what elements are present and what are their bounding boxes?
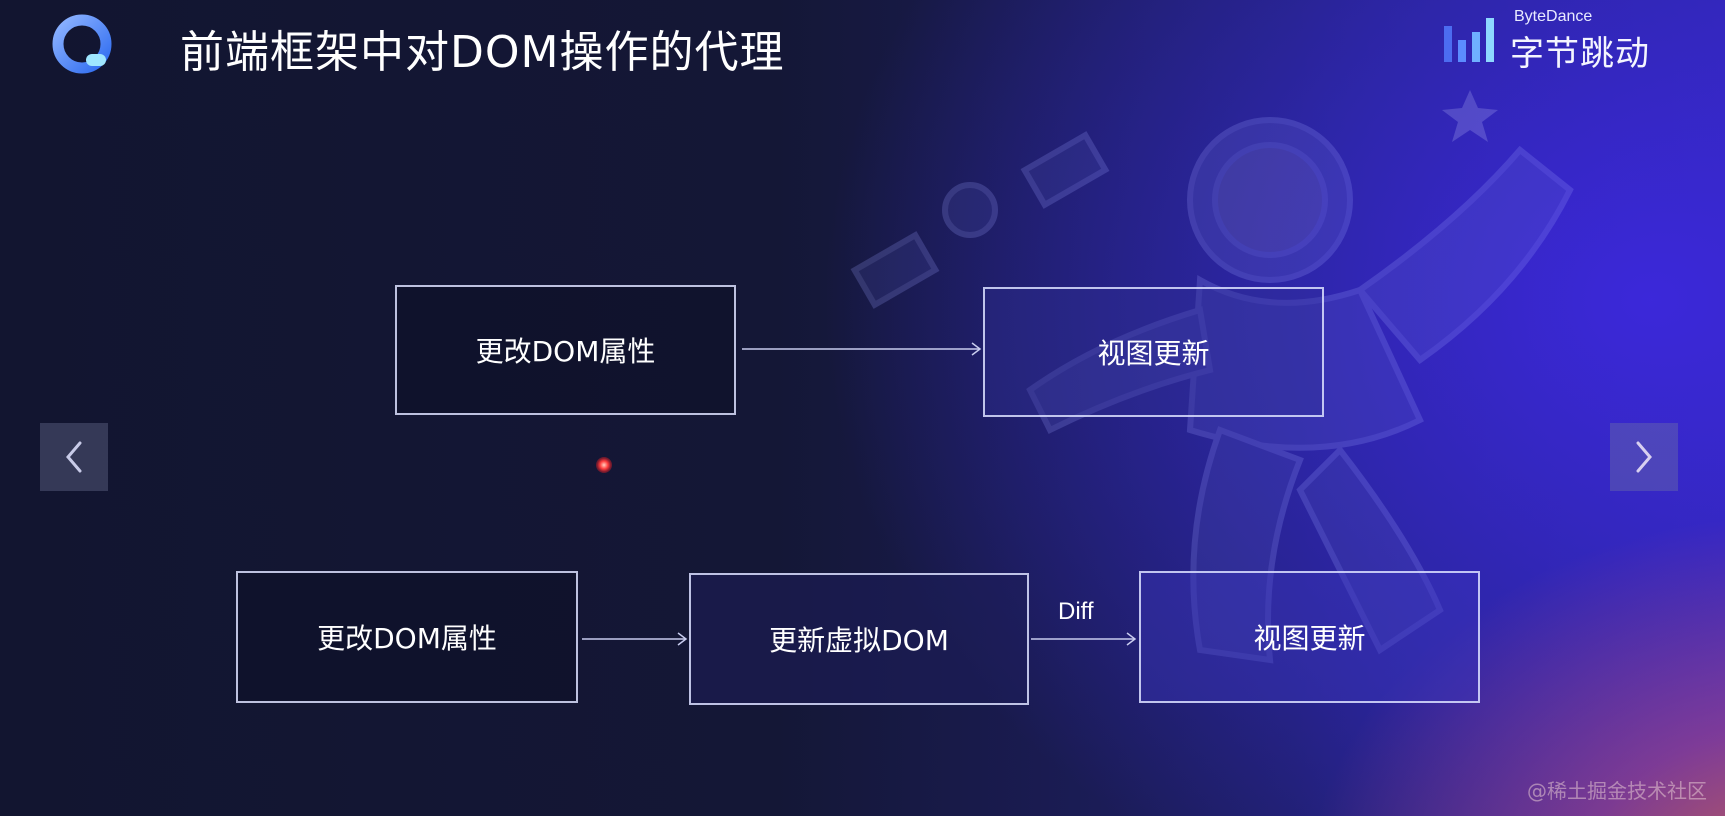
arrow-diff	[1031, 629, 1139, 649]
chevron-right-icon	[1636, 441, 1652, 473]
prev-slide-button[interactable]	[40, 423, 108, 491]
box-update-virtual-dom: 更新虚拟DOM	[689, 573, 1029, 705]
astronaut-illustration	[850, 90, 1574, 664]
box-label: 视图更新	[1253, 622, 1366, 655]
brand-chinese: 字节跳动	[1510, 34, 1650, 74]
laser-pointer-dot	[596, 457, 612, 473]
box-label: 更新虚拟DOM	[769, 624, 949, 657]
brand-english: ByteDance	[1514, 8, 1593, 25]
box-change-dom-direct: 更改DOM属性	[395, 285, 736, 415]
box-view-update-virtual: 视图更新	[1139, 571, 1480, 703]
slide-title: 前端框架中对DOM操作的代理	[180, 27, 785, 78]
box-change-dom-virtual: 更改DOM属性	[236, 571, 578, 703]
bytedance-brand: ByteDance 字节跳动	[1442, 6, 1672, 74]
box-label: 更改DOM属性	[317, 622, 497, 655]
box-label: 视图更新	[1097, 337, 1210, 370]
chevron-left-icon	[66, 441, 82, 473]
diff-label: Diff	[1058, 598, 1094, 625]
box-label: 更改DOM属性	[475, 335, 656, 368]
app-logo-icon	[52, 14, 112, 74]
bytedance-logo-icon	[1444, 18, 1494, 62]
arrow-to-virtual-dom	[582, 629, 690, 649]
box-view-update-direct: 视图更新	[983, 287, 1324, 417]
next-slide-button[interactable]	[1610, 423, 1678, 491]
watermark: @稀土掘金技术社区	[1527, 779, 1707, 803]
arrow-direct	[742, 339, 984, 359]
